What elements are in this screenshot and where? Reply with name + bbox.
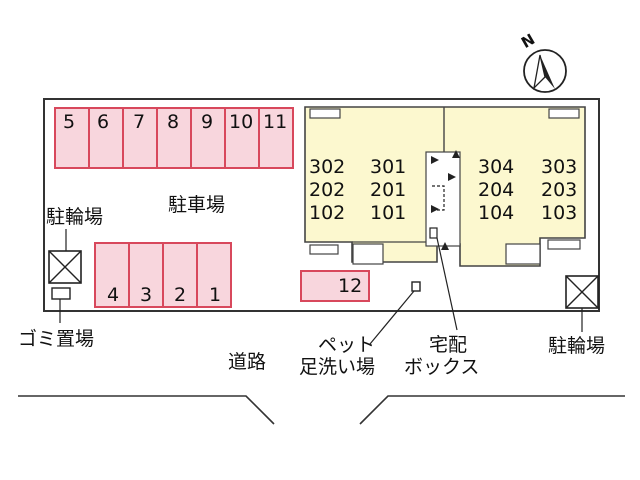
stair-arrow bbox=[448, 173, 456, 181]
parking-slot: 8 bbox=[156, 107, 192, 169]
entrance bbox=[352, 243, 384, 265]
parking-slot: 2 bbox=[162, 242, 198, 308]
road-edge-left bbox=[18, 395, 275, 425]
bike-parking-left-label: 駐輪場 bbox=[46, 206, 104, 228]
room-number: 301 bbox=[370, 156, 407, 178]
bike-parking-right-label: 駐輪場 bbox=[548, 335, 606, 357]
stair-arrow bbox=[431, 205, 439, 213]
parking-slot: 6 bbox=[88, 107, 124, 169]
pet-wash-label-line1: ペット bbox=[318, 334, 376, 356]
delivery-box-symbol bbox=[429, 227, 438, 239]
leader-line bbox=[369, 290, 415, 345]
bike-parking-right-symbol bbox=[565, 275, 599, 309]
room-number: 303 bbox=[541, 156, 578, 178]
bike-parking-left-symbol bbox=[48, 250, 82, 284]
stair-arrow bbox=[452, 150, 460, 158]
compass-icon bbox=[523, 49, 567, 93]
stair-arrow bbox=[431, 156, 439, 164]
leader-line bbox=[436, 237, 458, 331]
delivery-box-label-line1: 宅配 bbox=[429, 334, 468, 356]
parking-slot: 5 bbox=[54, 107, 90, 169]
parking-slot: 11 bbox=[258, 107, 294, 169]
parking-area-label: 駐車場 bbox=[168, 194, 226, 216]
stair-arrow bbox=[441, 242, 449, 250]
entrance bbox=[505, 243, 541, 265]
room-number: 101 bbox=[370, 202, 407, 224]
garbage-box-symbol bbox=[51, 287, 71, 300]
room-number: 104 bbox=[478, 202, 515, 224]
delivery-box-label-line2: ボックス bbox=[404, 356, 480, 378]
balcony bbox=[547, 239, 581, 250]
balcony bbox=[309, 244, 339, 255]
parking-slot: 7 bbox=[122, 107, 158, 169]
parking-slot: 1 bbox=[196, 242, 232, 308]
balcony bbox=[548, 108, 580, 119]
room-number: 202 bbox=[309, 179, 346, 201]
parking-slot: 3 bbox=[128, 242, 164, 308]
road-label: 道路 bbox=[228, 351, 267, 373]
room-number: 201 bbox=[370, 179, 407, 201]
room-number: 103 bbox=[541, 202, 578, 224]
parking-slot: 9 bbox=[190, 107, 226, 169]
room-number: 204 bbox=[478, 179, 515, 201]
room-number: 304 bbox=[478, 156, 515, 178]
room-number: 203 bbox=[541, 179, 578, 201]
parking-slot: 12 bbox=[300, 270, 370, 302]
stair-path bbox=[432, 185, 445, 211]
pet-wash-symbol bbox=[411, 281, 421, 292]
room-number: 102 bbox=[309, 202, 346, 224]
balcony bbox=[309, 108, 341, 119]
room-number: 302 bbox=[309, 156, 346, 178]
garbage-area-label: ゴミ置場 bbox=[18, 328, 95, 350]
parking-slot: 4 bbox=[94, 242, 130, 308]
road-edge-right bbox=[359, 395, 625, 425]
parking-slot: 10 bbox=[224, 107, 260, 169]
pet-wash-label-line2: 足洗い場 bbox=[299, 356, 376, 378]
